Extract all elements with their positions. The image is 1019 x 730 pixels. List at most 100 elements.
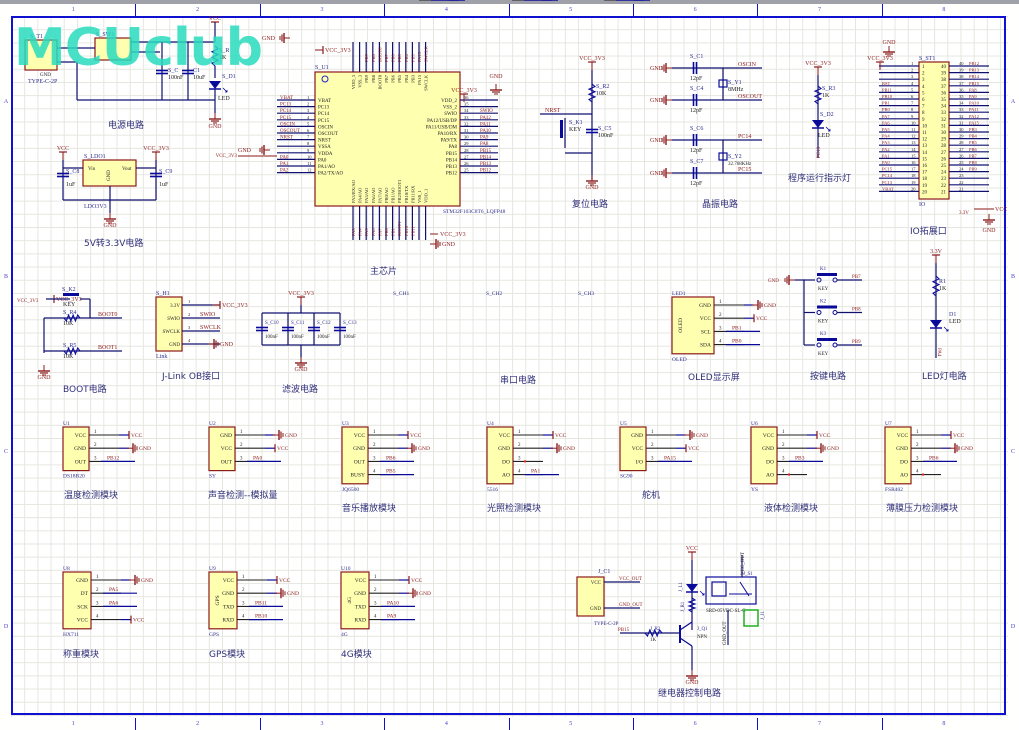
net-label: PB5 (969, 140, 978, 145)
net-label: GND_OUT (723, 621, 728, 645)
net-label: PC15 (738, 167, 751, 173)
value-label: 8MHz (728, 87, 744, 93)
resistor-zigzag (931, 275, 941, 297)
net-label: GND (650, 98, 664, 104)
pin-name: TX2 (499, 0, 509, 2)
capacitor-c8 (57, 172, 69, 178)
net-label: PA1 (280, 162, 289, 167)
ref-label: K3 (820, 332, 827, 337)
gnd-symbol (295, 357, 307, 368)
zone-column-8: 8 (942, 7, 946, 13)
pin-number: 37 (959, 81, 964, 86)
ref-label: S_H1 (156, 291, 170, 297)
pin-number: 4 (96, 615, 99, 620)
ref-label: S_C11 (291, 321, 305, 326)
net-label: GND (220, 342, 234, 348)
pin-number: 1 (911, 61, 913, 66)
capacitor-c1 (182, 69, 194, 75)
title-pressure: 薄膜压力检测模块 (886, 504, 959, 514)
pin-number: 4 (719, 340, 722, 345)
ref-label: U8 (63, 566, 70, 572)
pin-number: 4 (922, 85, 925, 90)
net-label: PB7 (852, 275, 861, 280)
pin-number: 3 (922, 78, 925, 83)
module-u10 (340, 571, 370, 630)
net-label: VCC (411, 578, 423, 584)
gnd-symbol (430, 239, 441, 249)
title-light: 光照检测模块 (487, 504, 542, 514)
gnd-symbol (661, 135, 672, 145)
ref-label: J_C1 (598, 569, 610, 575)
net-label: OSCIN (738, 62, 757, 68)
pin-number: 35 (941, 98, 947, 103)
net-label: PB0 (732, 339, 742, 345)
pin-number: 3 (242, 601, 245, 606)
net-label: PA9 (480, 136, 489, 141)
gnd-symbol (273, 430, 284, 440)
part-label: CH2 (486, 0, 497, 2)
pin-name: GND (590, 607, 601, 612)
net-label: PB7 (384, 53, 389, 62)
net-label: PA9 (969, 94, 977, 99)
ref-label: J_Q1 (697, 627, 708, 632)
pin-number: 4 (609, 0, 612, 2)
pin-name: VCC (590, 0, 602, 2)
zone-row-B: B (1010, 274, 1015, 281)
net-label: PB11 (882, 87, 892, 92)
pin-number: 4 (916, 470, 919, 475)
pin-number: 4 (242, 615, 245, 620)
gnd-symbol (127, 443, 138, 454)
part-label: JQ6500 (342, 487, 359, 493)
net-label: VCC (995, 207, 1007, 213)
title-run-led: 程序运行指示灯 (788, 174, 852, 184)
pin-name: SDA (700, 343, 711, 349)
net-label: PB5 (386, 469, 396, 475)
gnd-symbol (684, 430, 695, 440)
light-arrow (943, 326, 949, 332)
net-label: PA5 (109, 587, 119, 593)
title-servo: 舵机 (642, 491, 661, 501)
pin-name: DT (81, 591, 89, 597)
pin-name: VSS_1 (417, 190, 422, 203)
pin-number: 8 (911, 107, 914, 112)
pin-name: GND (169, 343, 180, 348)
value-label: LED (218, 96, 230, 102)
net-label: PA0 (882, 160, 890, 165)
pin-name: TXD (355, 604, 366, 610)
pin-number: 31 (959, 120, 964, 125)
pin-name: PB10/TX (404, 185, 409, 203)
resistor-zigzag (63, 313, 81, 323)
zone-divider (135, 4, 137, 16)
key-contact (832, 310, 838, 315)
value-label: LED (949, 319, 961, 325)
pin-number: 3 (916, 456, 919, 461)
pin-number: 1 (242, 575, 245, 580)
pin-name: PC15 (318, 119, 330, 124)
pin-number: 1 (922, 65, 925, 70)
pin-name: PA5/AO (364, 187, 369, 203)
pin-name: VCC (498, 0, 510, 2)
pin-number: 7 (911, 101, 914, 106)
pin-number: 2 (96, 588, 99, 593)
pin-number: 4 (373, 470, 376, 475)
ref-label: S_CH2 (486, 291, 502, 297)
net-label: PB8 (371, 53, 376, 62)
net-label: VCC (131, 433, 143, 439)
pin-number: 29 (464, 141, 469, 146)
pin1-marker (321, 75, 329, 83)
pin-number: 32 (464, 121, 469, 126)
pin-number: 3 (424, 0, 427, 2)
zone-column-3: 3 (320, 7, 324, 13)
pin-name: PA11/USB/DM (426, 125, 458, 130)
net-label: PB13 (969, 68, 980, 73)
value-label: KEY (818, 320, 829, 325)
sensor-module-u5 (619, 426, 647, 472)
net-label: PB15 (480, 149, 492, 154)
net-label: GND (419, 591, 431, 597)
net-label: BOOT0 (377, 47, 382, 62)
net-label: PA6 (882, 120, 890, 125)
ref-label: S_R4 (63, 310, 76, 316)
pin-name: AO (502, 473, 510, 479)
pin-number: 4 (518, 470, 521, 475)
pin-number: 1 (518, 430, 521, 435)
